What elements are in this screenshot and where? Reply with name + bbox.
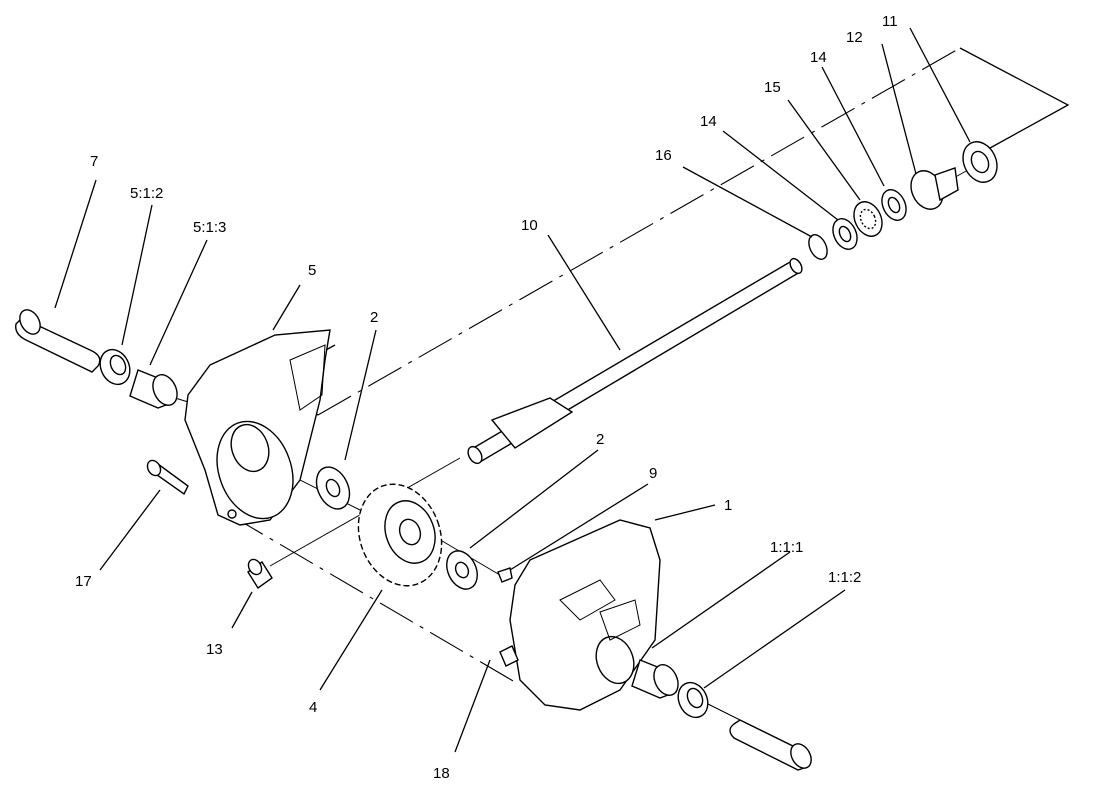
part-17-bolt: [146, 459, 189, 496]
callout-17: 17: [75, 573, 92, 590]
part-11-seal: [962, 141, 998, 183]
callout-14-right: 14: [810, 49, 827, 66]
part-1-housing: [509, 519, 661, 711]
callout-1: 1: [724, 497, 732, 514]
callout-5: 5: [308, 262, 316, 279]
part-5-1-3-bushing: [129, 369, 178, 409]
part-10-shaft: [467, 257, 803, 465]
part-1-1-1-bushing: [631, 659, 679, 699]
callout-16: 16: [655, 147, 672, 164]
callout-2-lower: 2: [596, 431, 604, 448]
callout-4: 4: [309, 699, 317, 716]
part-4-gear: [357, 483, 443, 587]
callout-9: 9: [649, 465, 657, 482]
callout-1-1-2: 1:1:2: [828, 569, 861, 586]
part-12-flange-bushing: [910, 167, 959, 210]
part-5-housing: [184, 329, 331, 526]
part-18-fitting: [499, 645, 519, 667]
callout-13: 13: [206, 641, 223, 658]
part-pin-right: [729, 719, 812, 771]
part-7-pin: [15, 309, 101, 373]
callout-12: 12: [846, 29, 863, 46]
part-16-retaining-ring: [808, 234, 828, 260]
callout-5-1-2: 5:1:2: [130, 185, 163, 202]
part-2-washer-lower: [446, 550, 478, 590]
part-14-washer-right: [881, 189, 907, 221]
callout-2-upper: 2: [370, 309, 378, 326]
part-2-washer-upper: [315, 466, 351, 510]
part-15-thrust-bearing: [853, 201, 883, 237]
callout-10: 10: [521, 217, 538, 234]
callout-11: 11: [882, 13, 898, 30]
part-1-1-2-seal: [677, 681, 709, 719]
part-9-key: [497, 567, 513, 583]
part-13-dowel: [247, 558, 273, 590]
leader-lines: [54, 27, 971, 753]
callouts: 7 5:1:2 5:1:3 5 2 17 13 4 18 10 16 14 15…: [75, 13, 898, 782]
callout-7: 7: [90, 153, 98, 170]
callout-14-left: 14: [700, 113, 717, 130]
callout-15: 15: [764, 79, 781, 96]
part-14-washer-left: [832, 218, 858, 250]
callout-18: 18: [433, 765, 450, 782]
callout-1-1-1: 1:1:1: [770, 539, 803, 556]
callout-5-1-3: 5:1:3: [193, 219, 226, 236]
part-5-1-2-seal: [99, 348, 131, 386]
